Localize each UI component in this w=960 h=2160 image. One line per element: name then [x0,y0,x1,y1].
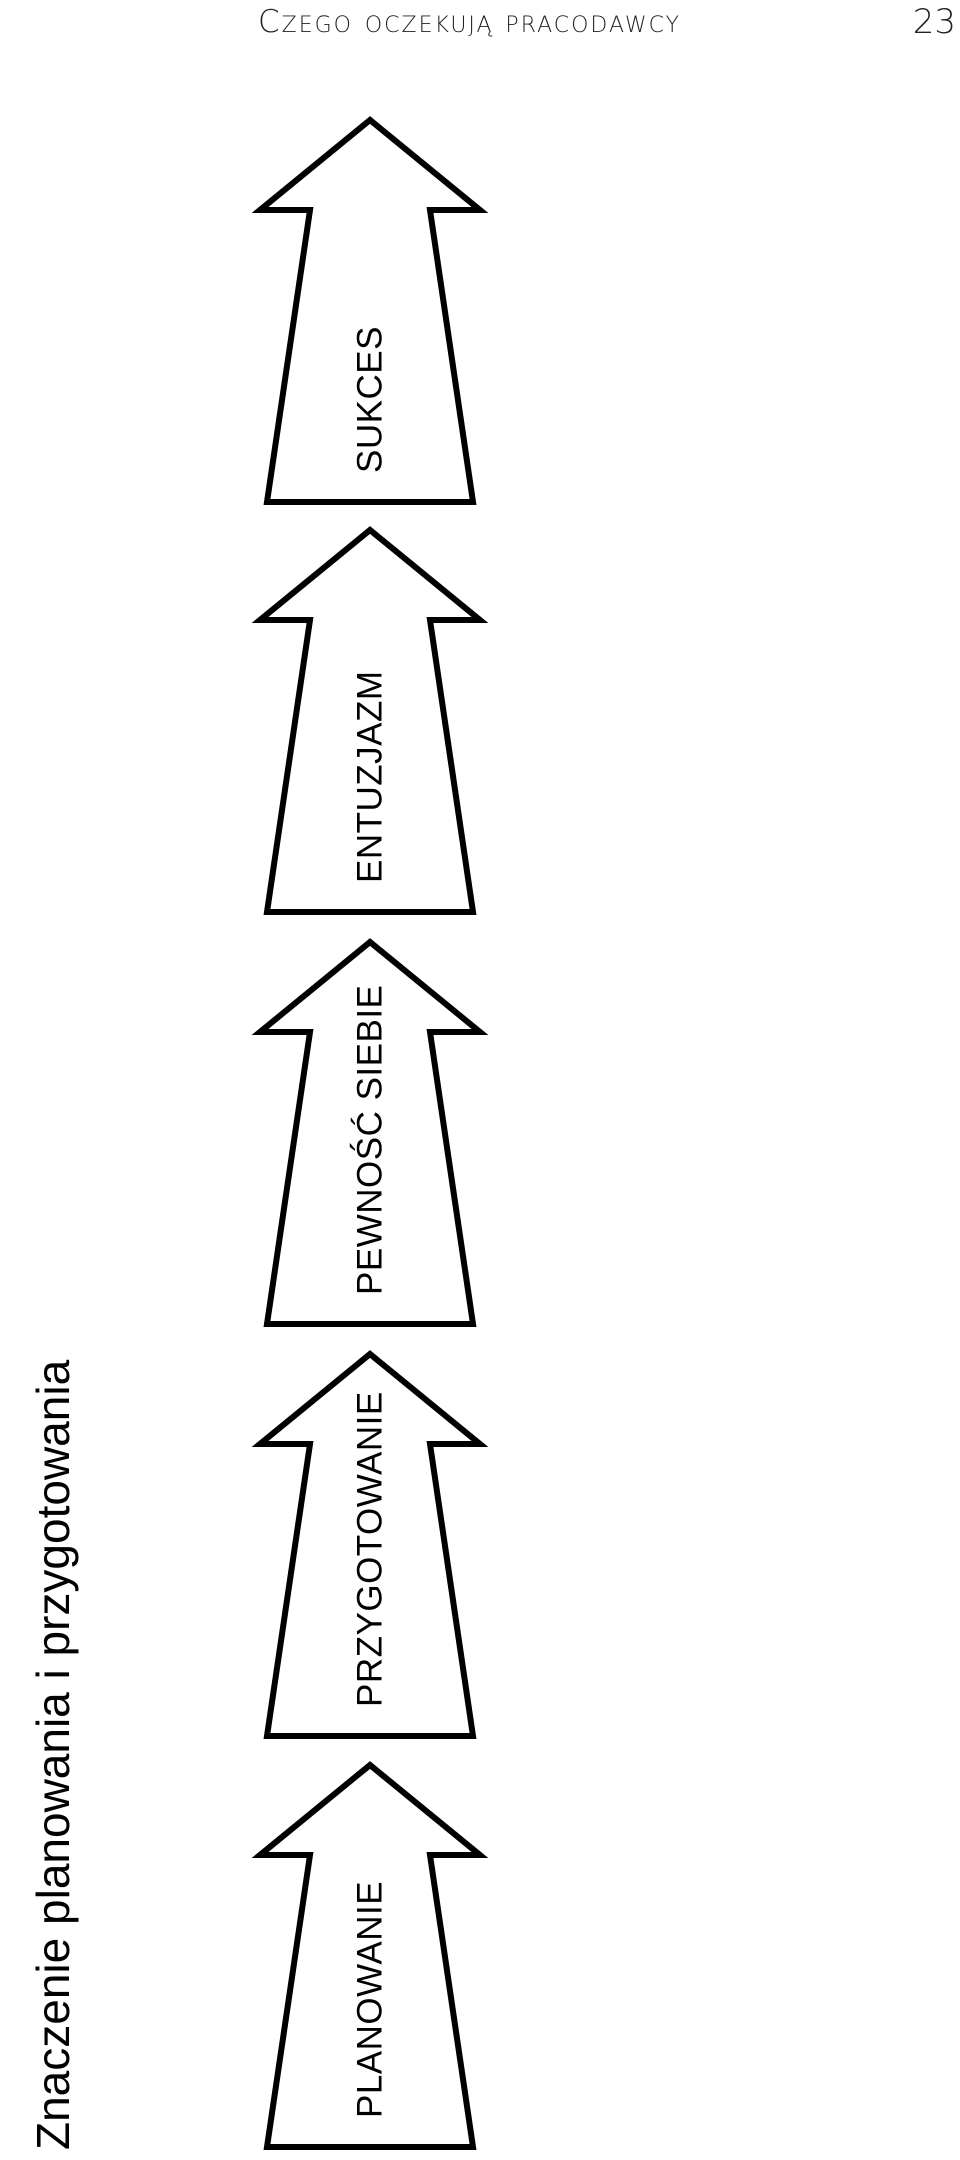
page-number: 23 [912,2,956,42]
arrow-label: ENTUZJAZM [350,670,390,883]
arrow-label: SUKCES [350,326,390,473]
running-title: Czego oczekują pracodawcy [258,4,681,40]
figure-caption-container: Znaczenie planowania i przygotowania [0,1300,79,2160]
page-header: Czego oczekują pracodawcy 23 [0,0,960,60]
up-arrow-icon [251,526,489,915]
arrow-label: PEWNOŚĆ SIEBIE [350,984,390,1295]
arrow-entuzjazm: ENTUZJAZM [251,520,489,925]
arrow-pewnosc-siebie: PEWNOŚĆ SIEBIE [251,932,489,1337]
figure-caption: Znaczenie planowania i przygotowania [27,1359,79,2150]
arrow-label: PRZYGOTOWANIE [350,1391,390,1707]
arrow-sukces: SUKCES [251,110,489,515]
arrow-przygotowanie: PRZYGOTOWANIE [251,1344,489,1749]
arrow-planowanie: PLANOWANIE [251,1755,489,2160]
arrow-label: PLANOWANIE [350,1880,390,2118]
up-arrow-icon [251,1350,489,1739]
up-arrow-icon [251,116,489,505]
up-arrow-icon [251,938,489,1327]
up-arrow-icon [251,1761,489,2150]
